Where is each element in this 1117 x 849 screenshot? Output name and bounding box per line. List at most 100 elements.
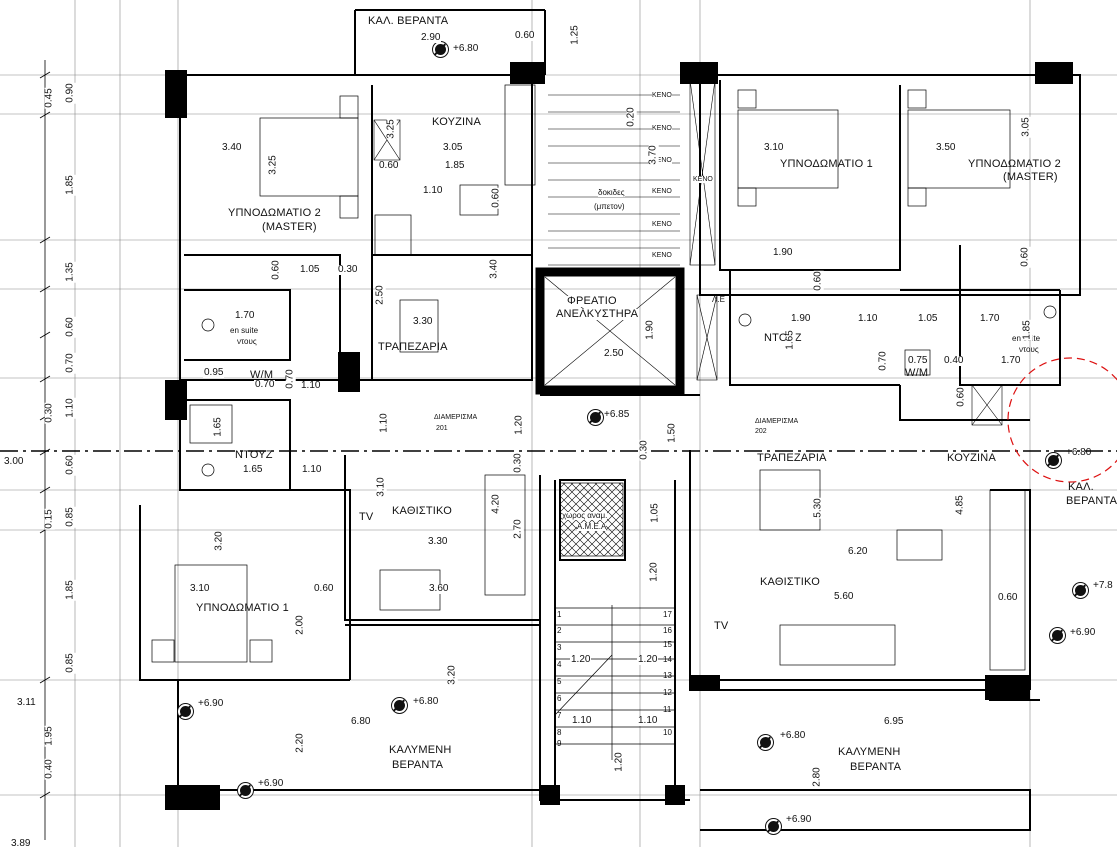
ruler-11: 1.85 [64,579,76,601]
room-bed1-right: ΥΠΝΟΔΩΜΑΤΙΟ 1 [780,158,873,170]
level-marker-icon [766,819,781,834]
label-keno-4: ΚΕΝΟ [652,188,672,195]
room-kal-veranta-top: ΚΑΛ. ΒΕΡΑΝΤΑ [368,15,449,27]
room-trapezaria-left: ΤΡΑΠΕΖΑΡΙΑ [378,341,448,353]
level-left-bottom-1: +6.90 [198,698,224,709]
dim-wm-width: 0.70 [254,379,276,390]
dim-v-kathistiko-d: 3.20 [446,664,458,686]
stair-10: 10 [663,728,672,737]
stair-13: 13 [663,671,672,680]
label-keno-7: ΚΕΝΟ [693,176,713,183]
room-kalymeni-right: ΚΑΛΥΜΕΝΗ [838,746,901,758]
stair-16: 16 [663,626,672,635]
room-freatio: ΦΡΕΑΤΙΟ [567,295,617,307]
room-freatio-elevator: ΑΝΕΛΚΥΣΤΗΡΑ [556,308,639,320]
level-right-bottom-1: +6.80 [780,730,806,741]
revision-cloud [1007,357,1117,483]
ruler-10: 0.15 [43,508,55,530]
stair-14: 14 [663,655,672,664]
room-bed1-left: ΥΠΝΟΔΩΜΑΤΙΟ 1 [196,602,289,614]
dim-v-bed1: 3.20 [213,530,225,552]
ruler-2: 1.85 [64,174,76,196]
dim-v-hall-right: 0.60 [812,270,824,292]
label-dokides: δοκιδες [598,188,625,197]
room-ensuite-left-ntous: ντους [237,337,257,346]
dim-veranta-left-width: 6.80 [350,716,372,727]
dim-v-bed2: 3.25 [267,154,279,176]
room-ensuite-right-ntous: ντους [1019,345,1039,354]
stair-4: 4 [557,660,562,669]
dim-v-top: 1.25 [569,24,581,46]
level-marker-icon [178,704,193,719]
room-bed2-left-master: (MASTER) [262,221,317,233]
dim-hall-right-c: 1.05 [917,313,939,324]
dim-stair-d: 1.10 [637,715,659,726]
room-ntous-right: ΝΤΟΥΖ [764,332,802,344]
dim-hall-c: 1.10 [300,380,322,391]
dim-kathistiko-right-width: 6.20 [847,546,869,557]
dim-v-kitchen-right: 0.60 [955,386,967,408]
ruler-13: 1.95 [43,725,55,747]
dim-wm-right-c: 1.70 [1000,355,1022,366]
room-wm-left: W/M [250,369,274,381]
stair-5: 5 [557,677,562,686]
dim-v-elevator: 1.90 [644,319,656,341]
dim-ensuite-width: 1.70 [234,310,256,321]
level-top: +6.80 [453,43,479,54]
dim-ntous-b: 1.10 [301,464,323,475]
columns [165,62,1073,810]
dim-v-ensuite-right: 1.85 [1021,319,1033,341]
dim-hall-b: 0.30 [337,264,359,275]
level-marker-icon [758,735,773,750]
label-diamerisma-201: ΔΙΑΜΕΡΙΣΜΑ [434,414,478,421]
room-bed2-left: ΥΠΝΟΔΩΜΑΤΙΟ 2 [228,207,321,219]
room-wm-right: W/M [905,367,929,379]
dim-v-landing: 1.50 [666,422,678,444]
label-keno-3: ΚΕΝΟ [652,157,672,164]
level-right-edge-2: +6.90 [1070,627,1096,638]
dim-bed2-right-width: 3.50 [935,142,957,153]
dim-wm-right-b: 0.40 [943,355,965,366]
dim-stair-c: 1.10 [571,715,593,726]
dim-v-kouzina-b: 0.60 [490,187,502,209]
label-keno-1: ΚΕΝΟ [652,92,672,99]
dim-v-bed2-right-b: 0.60 [1019,246,1031,268]
tv-left: TV [359,511,374,523]
room-bed2-right-master: (MASTER) [1003,171,1058,183]
ruler-9: 0.85 [64,506,76,528]
dim-hall-right-b: 1.10 [857,313,879,324]
ruler-side-1: 3.11 [16,697,37,708]
level-marker-icon [1073,583,1088,598]
dim-v-landing-c: 1.05 [649,502,661,524]
dim-v-wm-right: 0.70 [877,350,889,372]
dim-kathistiko-b: 3.60 [428,583,450,594]
room-ensuite-left: en suite [230,326,259,335]
dim-ensuite-right-width: 1.70 [979,313,1001,324]
ruler-side-2: 3.89 [10,838,32,849]
dim-v-landing-b: 0.30 [638,439,650,461]
ruler-6: 1.10 [64,397,76,419]
label-dokides-beton: (μπετον) [594,202,625,211]
dim-storage-width: 0.95 [203,367,225,378]
elevator-shaft [535,267,685,395]
label-le: Λ.Ε [712,295,725,304]
dim-v-stairs-b: 1.20 [613,751,625,773]
ruler-4: 0.60 [64,316,76,338]
stair-2: 2 [557,626,562,635]
ruler-0: 0.45 [43,87,55,109]
stair-12: 12 [663,688,672,697]
dim-v-kathistiko: 3.10 [375,476,387,498]
stair-11: 11 [663,705,672,714]
dim-stair-a: 1.20 [570,654,592,665]
dim-ntous-right-width: 1.90 [790,313,812,324]
stair-17: 17 [663,610,672,619]
label-keno-6: ΚΕΝΟ [652,252,672,259]
dim-top-width: 2.90 [420,32,442,43]
dim-v-corridor: 1.20 [513,414,525,436]
label-diamerisma-202: ΔΙΑΜΕΡΙΣΜΑ [755,418,799,425]
label-keno-5: ΚΕΝΟ [652,221,672,228]
stair-6: 6 [557,694,562,703]
walls [139,9,1081,831]
room-kal-right: ΚΑΛ. [1068,481,1094,493]
